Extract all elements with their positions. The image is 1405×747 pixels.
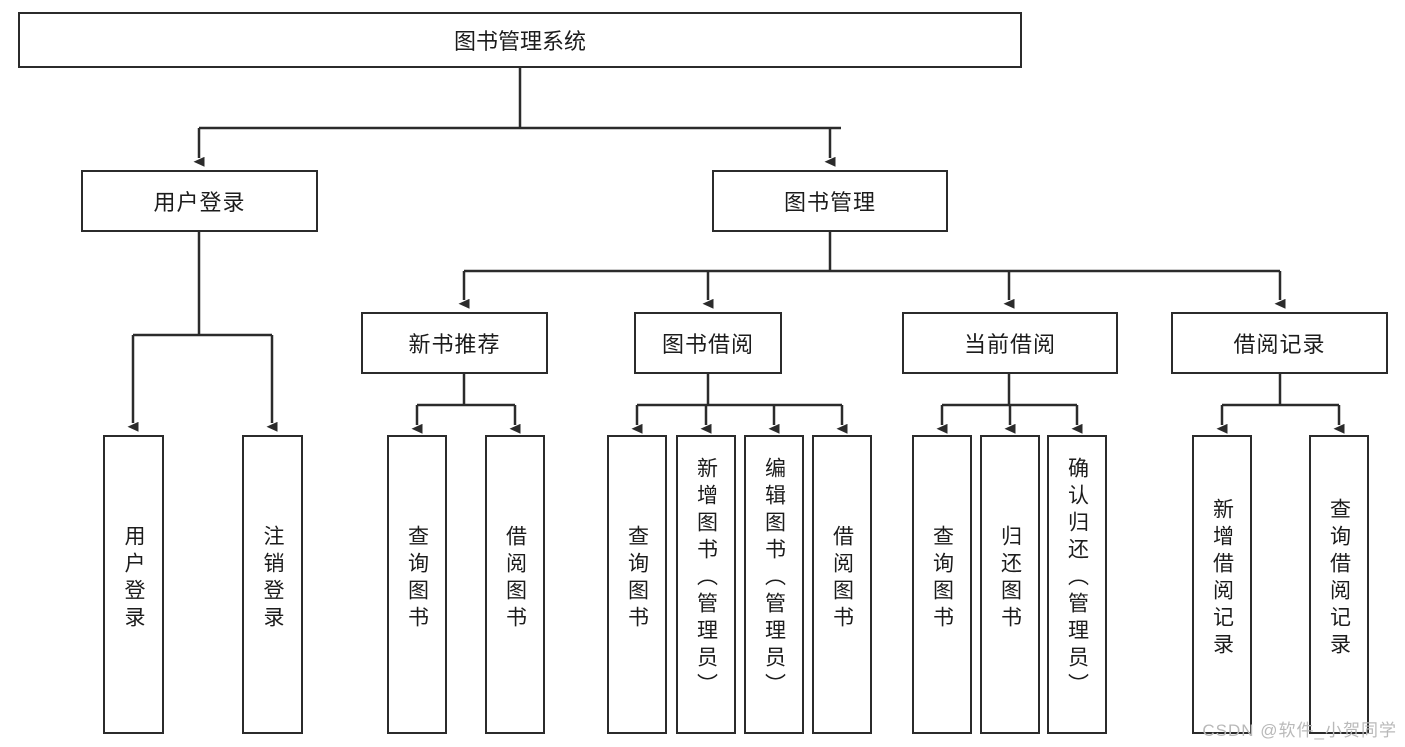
- leaf-label: 查询图书: [625, 524, 649, 633]
- leaf-book-borrow-1[interactable]: 查询图书: [607, 435, 667, 734]
- leaf-label: 借阅图书: [830, 524, 854, 633]
- leaf-label: 归还图书: [998, 524, 1022, 633]
- node-user-login[interactable]: 用户登录: [81, 170, 318, 232]
- leaf-new-book-1[interactable]: 查询图书: [387, 435, 447, 734]
- leaf-label: 查询图书: [405, 524, 429, 633]
- leaf-label: 查询借阅记录: [1327, 497, 1351, 660]
- node-current-borrow[interactable]: 当前借阅: [902, 312, 1118, 374]
- leaf-label: 用户登录: [122, 524, 145, 633]
- node-user-login-label: 用户登录: [153, 190, 246, 215]
- watermark: CSDN @软件_小贺同学: [1202, 721, 1397, 740]
- leaf-user-login-2[interactable]: 注销登录: [242, 435, 303, 734]
- node-borrow-record[interactable]: 借阅记录: [1171, 312, 1388, 374]
- leaf-new-book-2[interactable]: 借阅图书: [485, 435, 545, 734]
- node-root[interactable]: 图书管理系统: [18, 12, 1022, 68]
- leaf-borrow-record-1[interactable]: 新增借阅记录: [1192, 435, 1252, 734]
- node-borrow-record-label: 借阅记录: [1233, 332, 1326, 357]
- leaf-label: 借阅图书: [503, 524, 527, 633]
- leaf-label: 确认归还（管理员）: [1065, 457, 1089, 700]
- leaf-book-borrow-2[interactable]: 新增图书（管理员）: [676, 435, 736, 734]
- leaf-user-login-1[interactable]: 用户登录: [103, 435, 164, 734]
- node-current-borrow-label: 当前借阅: [963, 332, 1056, 357]
- node-book-borrow[interactable]: 图书借阅: [634, 312, 782, 374]
- node-root-label: 图书管理系统: [453, 29, 586, 54]
- leaf-current-borrow-2[interactable]: 归还图书: [980, 435, 1040, 734]
- node-book-borrow-label: 图书借阅: [661, 332, 754, 357]
- node-book-management-label: 图书管理: [783, 190, 876, 215]
- leaf-borrow-record-2[interactable]: 查询借阅记录: [1309, 435, 1369, 734]
- node-book-management[interactable]: 图书管理: [712, 170, 948, 232]
- leaf-book-borrow-4[interactable]: 借阅图书: [812, 435, 872, 734]
- leaf-current-borrow-1[interactable]: 查询图书: [912, 435, 972, 734]
- leaf-label: 查询图书: [930, 524, 954, 633]
- leaf-label: 编辑图书（管理员）: [762, 457, 786, 700]
- leaf-label: 新增借阅记录: [1210, 497, 1234, 660]
- node-new-book-recommend-label: 新书推荐: [408, 332, 501, 357]
- node-new-book-recommend[interactable]: 新书推荐: [361, 312, 548, 374]
- leaf-label: 新增图书（管理员）: [694, 457, 718, 700]
- leaf-label: 注销登录: [261, 524, 284, 633]
- leaf-current-borrow-3[interactable]: 确认归还（管理员）: [1047, 435, 1107, 734]
- leaf-book-borrow-3[interactable]: 编辑图书（管理员）: [744, 435, 804, 734]
